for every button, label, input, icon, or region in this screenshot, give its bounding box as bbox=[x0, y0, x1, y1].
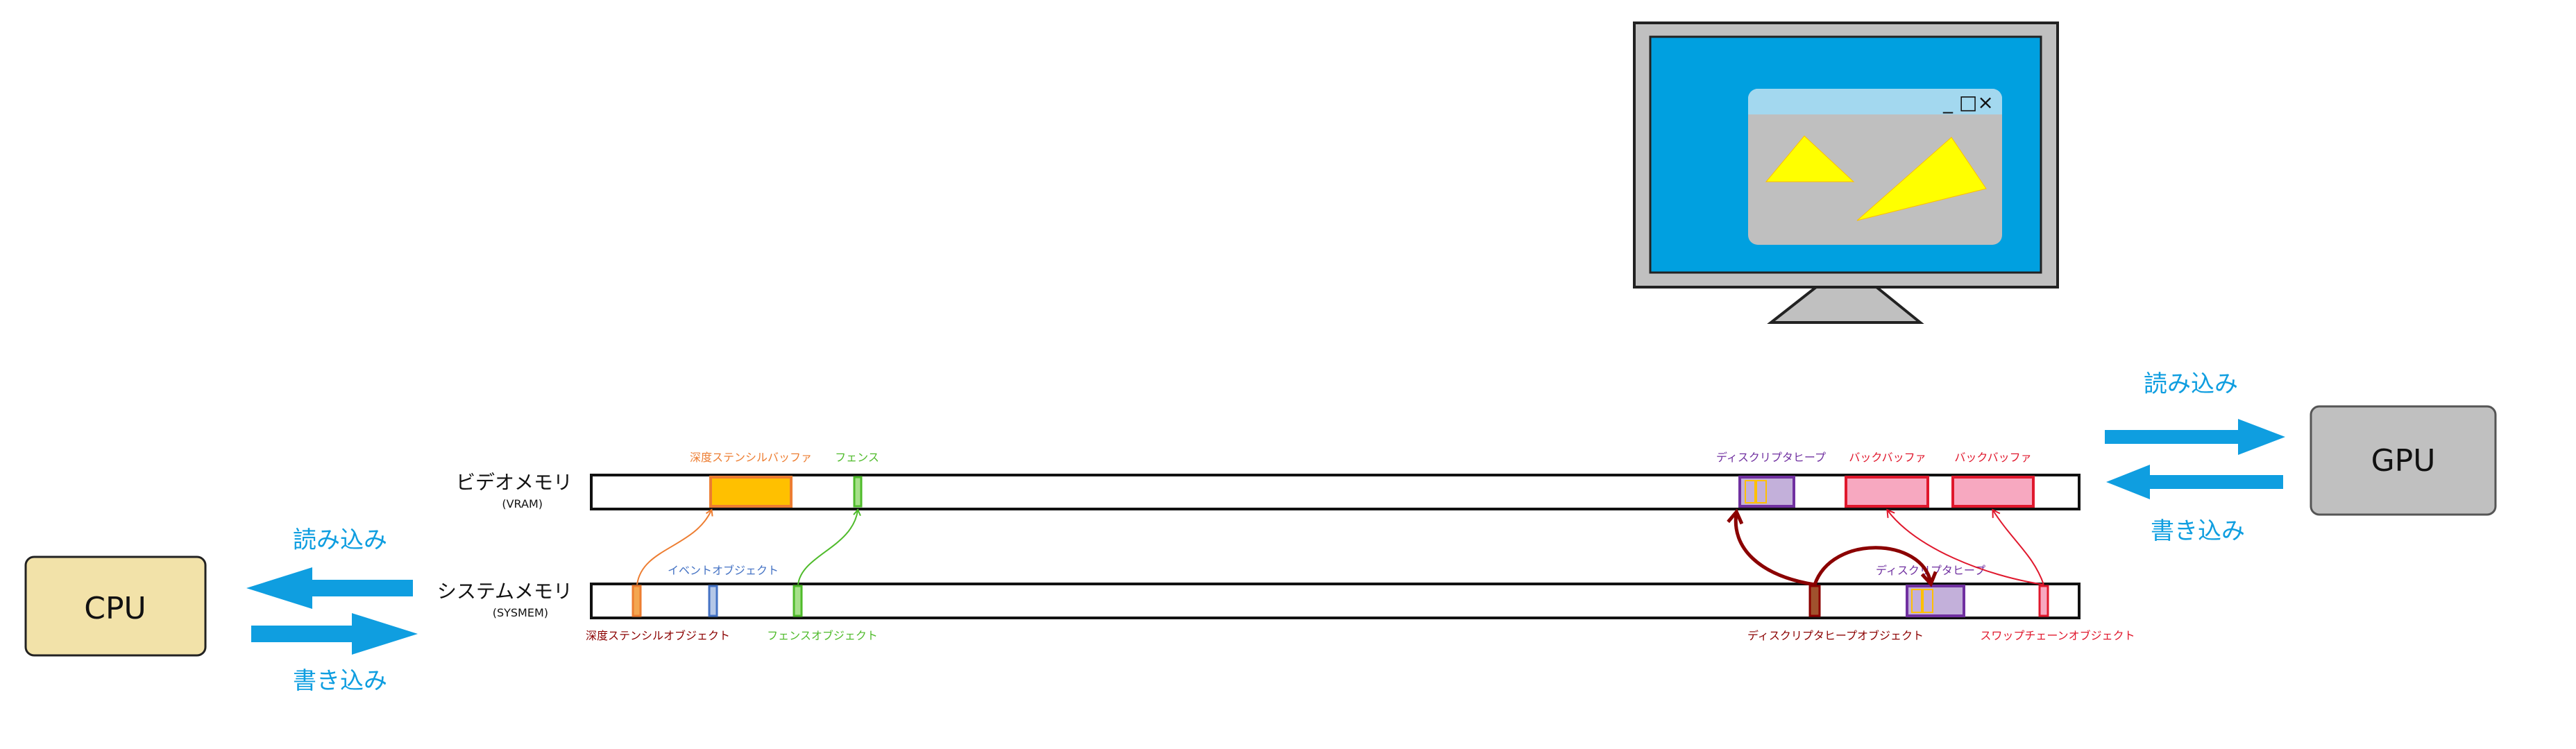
sysmem-bar bbox=[590, 583, 2081, 619]
sysmem-descriptor-slot bbox=[1922, 589, 1933, 613]
triangle-large bbox=[1856, 137, 1987, 221]
gpu-write-arrow bbox=[2106, 465, 2283, 499]
sysmem-descriptor-slot bbox=[1911, 589, 1922, 613]
window-controls[interactable]: _ □× bbox=[1942, 91, 1994, 114]
triangle-small bbox=[1765, 135, 1855, 182]
vram-depth-stencil-label: 深度ステンシルバッファ bbox=[690, 451, 812, 464]
sysmem-fence-object-label: フェンスオブジェクト bbox=[767, 629, 878, 642]
sysmem-depth-stencil-object-label: 深度ステンシルオブジェクト bbox=[586, 629, 730, 642]
vram-bar bbox=[590, 474, 2081, 510]
vram-fence-label: フェンス bbox=[835, 451, 879, 464]
gpu-read-arrow bbox=[2105, 419, 2285, 455]
sysmem-descriptor-heap-block bbox=[1906, 585, 1965, 617]
sysmem-swap-chain-object bbox=[2038, 585, 2049, 617]
swap-chain-connector-1 bbox=[1886, 508, 2044, 585]
descriptor-heap-connector-right bbox=[1813, 546, 1931, 585]
gpu-write-label: 書き込み bbox=[2151, 517, 2245, 545]
vram-descriptor-slot bbox=[1756, 480, 1767, 503]
sysmem-event-object bbox=[708, 585, 718, 617]
monitor-illustration: _ □× bbox=[1633, 21, 2059, 324]
sysmem-name: システムメモリ bbox=[437, 580, 573, 603]
vram-back-buffer-2-label: バックバッファ bbox=[1954, 451, 2031, 464]
cpu-read-label: 読み込み bbox=[293, 526, 387, 554]
fence-connector bbox=[797, 508, 861, 585]
vram-fence-block bbox=[853, 476, 863, 508]
sysmem-event-object-label: イベントオブジェクト bbox=[668, 564, 779, 577]
vram-back-buffer-1-block bbox=[1845, 476, 1929, 508]
vram-name: ビデオメモリ bbox=[456, 471, 573, 494]
descriptor-heap-connector-up bbox=[1736, 513, 1815, 587]
vram-sub: (VRAM) bbox=[502, 497, 543, 510]
sysmem-descriptor-heap-object bbox=[1808, 585, 1821, 617]
swap-chain-connector-2 bbox=[1992, 508, 2044, 585]
cpu-write-arrow bbox=[251, 613, 418, 655]
gpu-read-label: 読み込み bbox=[2144, 370, 2238, 398]
cpu-box: CPU bbox=[24, 556, 207, 657]
vram-depth-stencil-block bbox=[709, 476, 793, 508]
gpu-box: GPU bbox=[2310, 405, 2497, 516]
cpu-write-label: 書き込み bbox=[293, 667, 387, 695]
app-window: _ □× bbox=[1748, 89, 2002, 245]
monitor-stand bbox=[1767, 286, 1924, 324]
depth-stencil-connector bbox=[636, 508, 713, 585]
sysmem-descriptor-heap-label: ディスクリプタヒープ bbox=[1876, 564, 1985, 577]
sysmem-sub: (SYSMEM) bbox=[493, 606, 548, 619]
sysmem-depth-stencil-object bbox=[632, 585, 642, 617]
gpu-label: GPU bbox=[2371, 443, 2436, 479]
vram-descriptor-heap-label: ディスクリプタヒープ bbox=[1716, 451, 1826, 464]
sysmem-fence-object bbox=[793, 585, 803, 617]
cpu-read-arrow bbox=[246, 567, 413, 609]
sysmem-descriptor-heap-object-label: ディスクリプタヒープオブジェクト bbox=[1747, 629, 1924, 642]
vram-descriptor-slot bbox=[1745, 480, 1756, 503]
vram-back-buffer-1-label: バックバッファ bbox=[1849, 451, 1926, 464]
vram-back-buffer-2-block bbox=[1951, 476, 2035, 508]
sysmem-swap-chain-object-label: スワップチェーンオブジェクト bbox=[1980, 629, 2135, 642]
cpu-label: CPU bbox=[84, 591, 146, 626]
